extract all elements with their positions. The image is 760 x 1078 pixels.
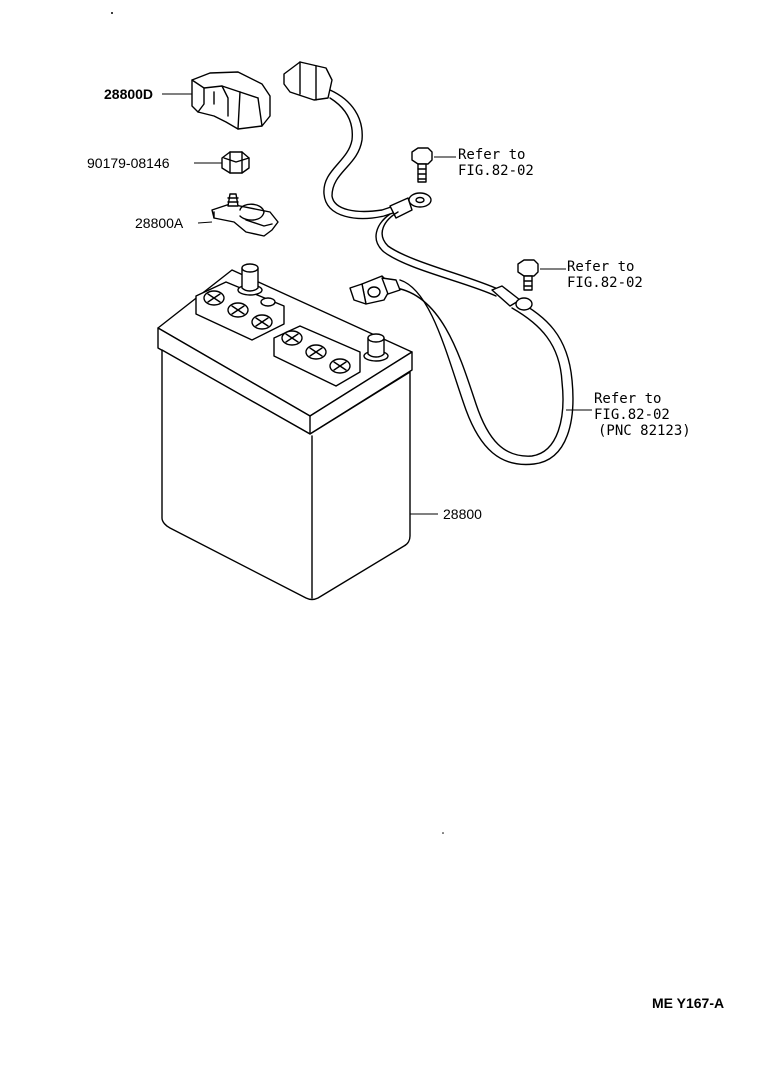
battery-post-positive: [237, 263, 263, 296]
reference-3-line2: FIG.82-02: [594, 407, 670, 423]
reference-3-line3: (PNC 82123): [598, 423, 691, 439]
reference-1-line2: FIG.82-02: [458, 163, 534, 179]
reference-1-line1: Refer to: [458, 147, 525, 163]
connector-cable: [283, 61, 432, 220]
part-label-terminal-cover: 28800D: [104, 86, 153, 102]
stray-dot: [442, 832, 444, 834]
nut-part: [221, 151, 250, 174]
battery-part: [157, 263, 413, 601]
reference-2-line1: Refer to: [567, 259, 634, 275]
part-label-nut: 90179-08146: [87, 155, 170, 171]
ground-cable: [349, 211, 574, 466]
terminal-cover-part: [191, 71, 271, 130]
battery-post-negative: [363, 333, 389, 362]
stray-dot: [111, 12, 113, 14]
diagram-code: ME Y167-A: [652, 995, 724, 1011]
leader-clamp: [197, 221, 213, 224]
reference-2-line2: FIG.82-02: [567, 275, 643, 291]
clamp-part: [211, 193, 279, 237]
bolt-upper: [411, 147, 433, 183]
reference-3-line1: Refer to: [594, 391, 661, 407]
part-label-battery: 28800: [443, 506, 482, 522]
vent-caps: [203, 290, 351, 374]
bolt-lower: [517, 259, 539, 291]
part-label-clamp: 28800A: [135, 215, 184, 231]
